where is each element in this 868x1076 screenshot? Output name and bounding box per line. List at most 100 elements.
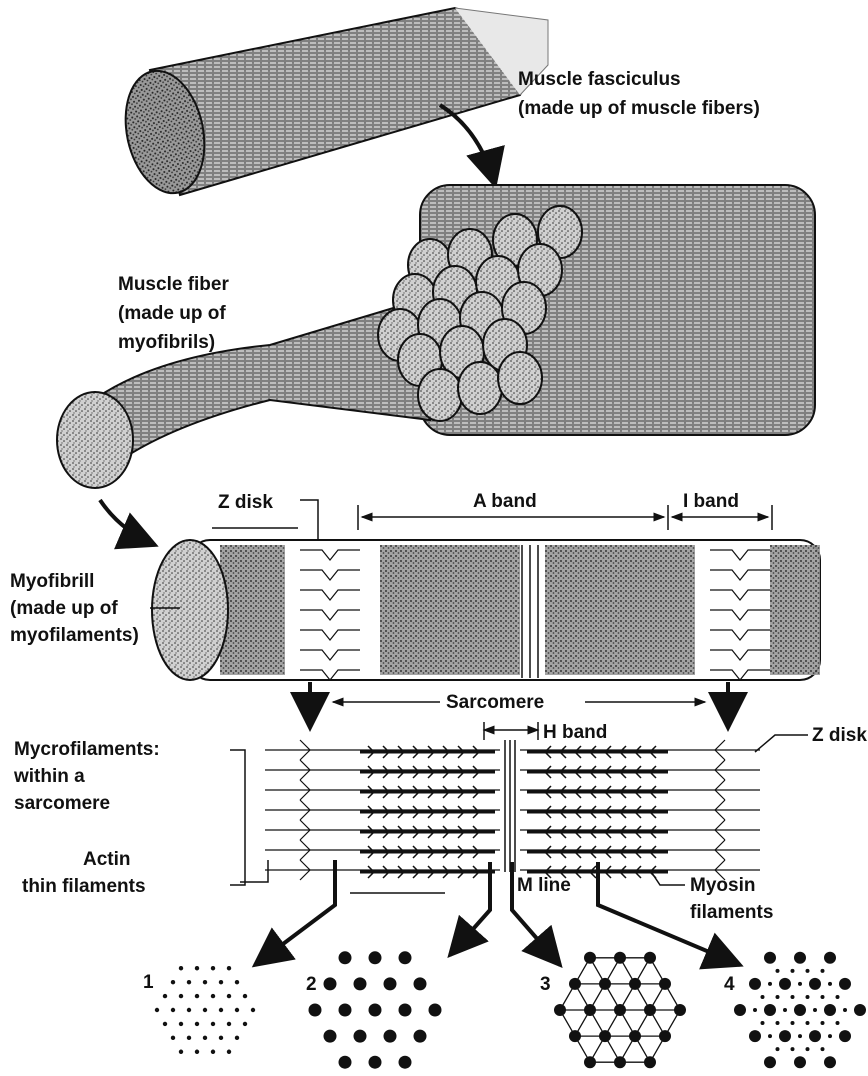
cross-section-arrows [255,860,740,965]
myosin-dot [354,1030,367,1043]
actin-dot [791,1047,795,1051]
actin-dot [219,980,223,984]
actin-dot [791,969,795,973]
myosin-dot [764,952,776,964]
myosin-dot [659,978,671,990]
myofibrill-label: Myofibrill [10,571,94,592]
h-band-label: H band [543,722,607,743]
myosin-dot [354,977,367,990]
actin-dot [806,1047,810,1051]
actin-sublabel: thin filaments [22,876,146,897]
myosin-dot [794,1056,806,1068]
myosin-dot [569,1030,581,1042]
myofibrill-sublabel-1: (made up of [10,598,118,619]
myosin-dot [629,978,641,990]
myosin-dot [839,978,851,990]
myosin-dot [554,1004,566,1016]
actin-dot [828,982,832,986]
myofibril-end [498,352,542,404]
actin-dot [155,1008,159,1012]
myosin-dot [384,1030,397,1043]
actin-dot [235,1008,239,1012]
z-disk-top-label: Z disk [218,492,273,513]
section-number-2: 2 [306,974,317,995]
myosin-dot [399,1056,412,1069]
actin-dot [163,994,167,998]
actin-dot [783,1008,787,1012]
myosin-dot [339,1004,352,1017]
actin-dot [791,995,795,999]
actin-dot [761,1021,765,1025]
myosin-dot [584,952,596,964]
fiber-label: Muscle fiber [118,274,229,295]
actin-dot [843,1008,847,1012]
i-band-label: I band [683,491,739,512]
myosin-dot [794,952,806,964]
actin-dot [783,1034,787,1038]
actin-dot [219,1008,223,1012]
actin-dot [179,1050,183,1054]
myosin-dot [569,978,581,990]
actin-dot [776,1047,780,1051]
myosin-dot [339,1056,352,1069]
actin-dot [776,969,780,973]
myosin-dot [644,1056,656,1068]
actin-dot [211,1022,215,1026]
actin-dot [821,995,825,999]
actin-dot [195,966,199,970]
actin-dot [798,1034,802,1038]
actin-dot [211,1050,215,1054]
actin-dot [798,982,802,986]
actin-dot [753,1008,757,1012]
actin-dot [798,1008,802,1012]
actin-dot [243,1022,247,1026]
actin-label: Actin [83,849,131,870]
actin-dot [187,1036,191,1040]
myosin-dot [399,1004,412,1017]
myosin-dot [659,1030,671,1042]
myosin-dot [824,1056,836,1068]
myosin-dot [614,952,626,964]
cross-section-patterns [155,951,866,1068]
actin-dot [211,966,215,970]
myosin-dot [369,1004,382,1017]
actin-dot [235,1036,239,1040]
myosin-dot [324,977,337,990]
myosin-dot [414,1030,427,1043]
sarcomere-filaments [265,740,760,880]
fiber-to-myofibril-arrow [100,500,155,545]
section-number-1: 1 [143,972,154,993]
myosin-dot [629,1030,641,1042]
actin-dot [776,1021,780,1025]
actin-dot [813,982,817,986]
actin-dot [836,1021,840,1025]
actin-dot [836,995,840,999]
myosin-dot [414,977,427,990]
muscle-fasciculus-illustration [115,8,548,201]
actin-dot [227,966,231,970]
fiber-sublabel-2: myofibrils) [118,332,215,353]
myofibril-end [458,362,502,414]
actin-dot [163,1022,167,1026]
myosin-dot [399,951,412,964]
myosin-dot [674,1004,686,1016]
a-band-label: A band [473,491,537,512]
actin-dot [821,969,825,973]
actin-dot [211,994,215,998]
actin-dot [227,1050,231,1054]
actin-dot [227,994,231,998]
myosin-dot [749,978,761,990]
actin-dot [171,1036,175,1040]
actin-dot [235,980,239,984]
myosin-dot [854,1004,866,1016]
myosin-dot [644,952,656,964]
microfilaments-sublabel-2: sarcomere [14,793,110,814]
actin-dot [203,1008,207,1012]
myosin-dot [749,1030,761,1042]
actin-dot [821,1021,825,1025]
myofibrill-sublabel-2: myofilaments) [10,625,139,646]
actin-dot [251,1008,255,1012]
actin-dot [783,982,787,986]
fasciculus-sublabel: (made up of muscle fibers) [518,98,760,119]
